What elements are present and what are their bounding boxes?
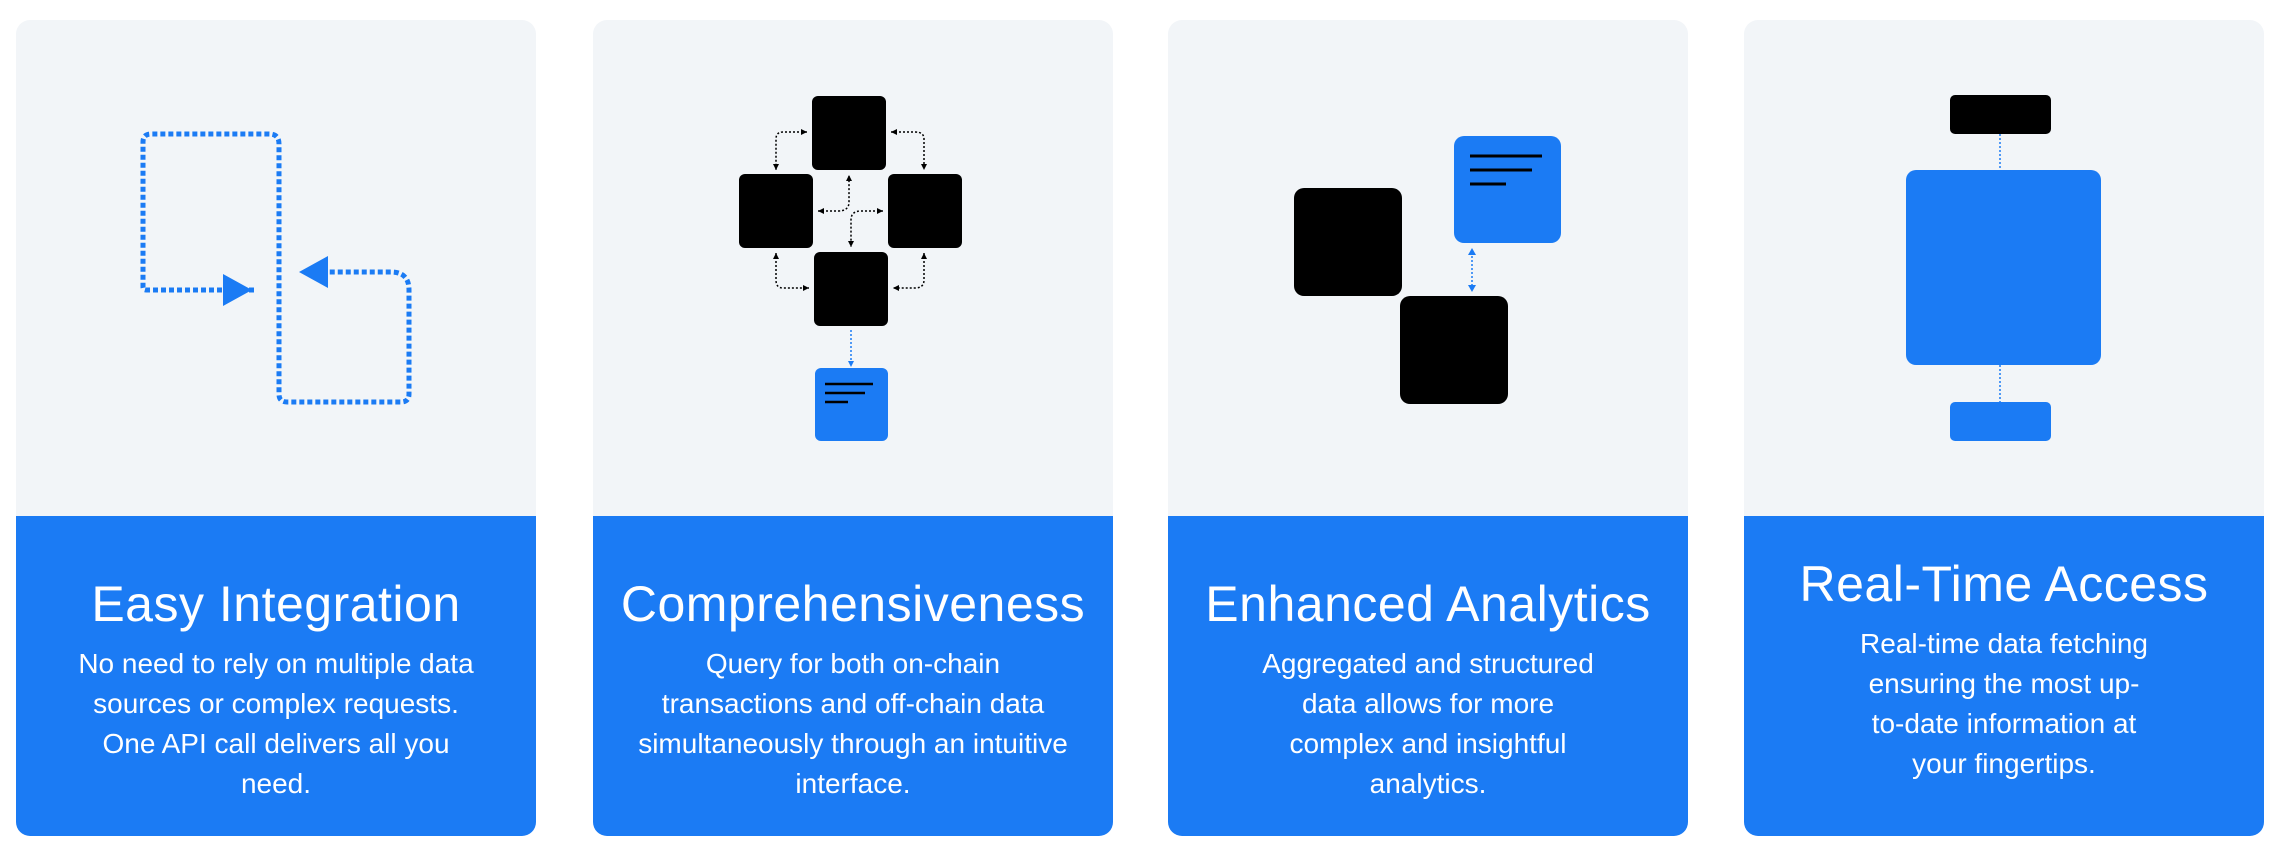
- document-block: [815, 368, 888, 441]
- illustration-area: [1168, 20, 1688, 516]
- feature-title: Comprehensiveness: [620, 576, 1086, 632]
- illustration-area: [16, 20, 536, 516]
- feature-description: Real-time data fetching ensuring the mos…: [1860, 628, 2148, 779]
- bottom-block: [1950, 402, 2051, 441]
- feature-card-real-time-access: Real-Time Access Real-time data fetching…: [1744, 20, 2264, 836]
- feature-title: Real-Time Access: [1799, 556, 2209, 612]
- feature-card-comprehensiveness: Comprehensiveness Query for both on-chai…: [593, 20, 1113, 836]
- feature-title: Enhanced Analytics: [1205, 576, 1651, 632]
- block-bottom: [814, 252, 888, 326]
- feature-panel: Comprehensiveness Query for both on-chai…: [593, 516, 1113, 836]
- feature-description: Aggregated and structured data allows fo…: [1262, 648, 1594, 799]
- top-block: [1950, 95, 2051, 134]
- block-left: [739, 174, 813, 248]
- feature-panel: Enhanced Analytics Aggregated and struct…: [1168, 516, 1688, 836]
- feature-card-easy-integration: Easy Integration No need to rely on mult…: [16, 20, 536, 836]
- realtime-stack-icon: [1906, 95, 2101, 441]
- feature-panel: Easy Integration No need to rely on mult…: [16, 516, 536, 836]
- feature-panel: Real-Time Access Real-time data fetching…: [1744, 516, 2264, 836]
- network-blocks-icon: [739, 96, 962, 441]
- illustration-area: [1744, 20, 2264, 516]
- feature-description: No need to rely on multiple data sources…: [78, 648, 474, 799]
- main-block: [1906, 170, 2101, 365]
- document-block: [1454, 136, 1561, 243]
- feature-description: Query for both on-chain transactions and…: [638, 648, 1068, 799]
- block-right: [888, 174, 962, 248]
- feature-card-enhanced-analytics: Enhanced Analytics Aggregated and struct…: [1168, 20, 1688, 836]
- feature-title: Easy Integration: [91, 576, 461, 632]
- analytics-blocks-icon: [1294, 136, 1561, 404]
- illustration-area: [593, 20, 1113, 516]
- block-bottom: [1400, 296, 1508, 404]
- block-top: [812, 96, 886, 170]
- integration-loop-icon: [140, 131, 412, 405]
- block-left: [1294, 188, 1402, 296]
